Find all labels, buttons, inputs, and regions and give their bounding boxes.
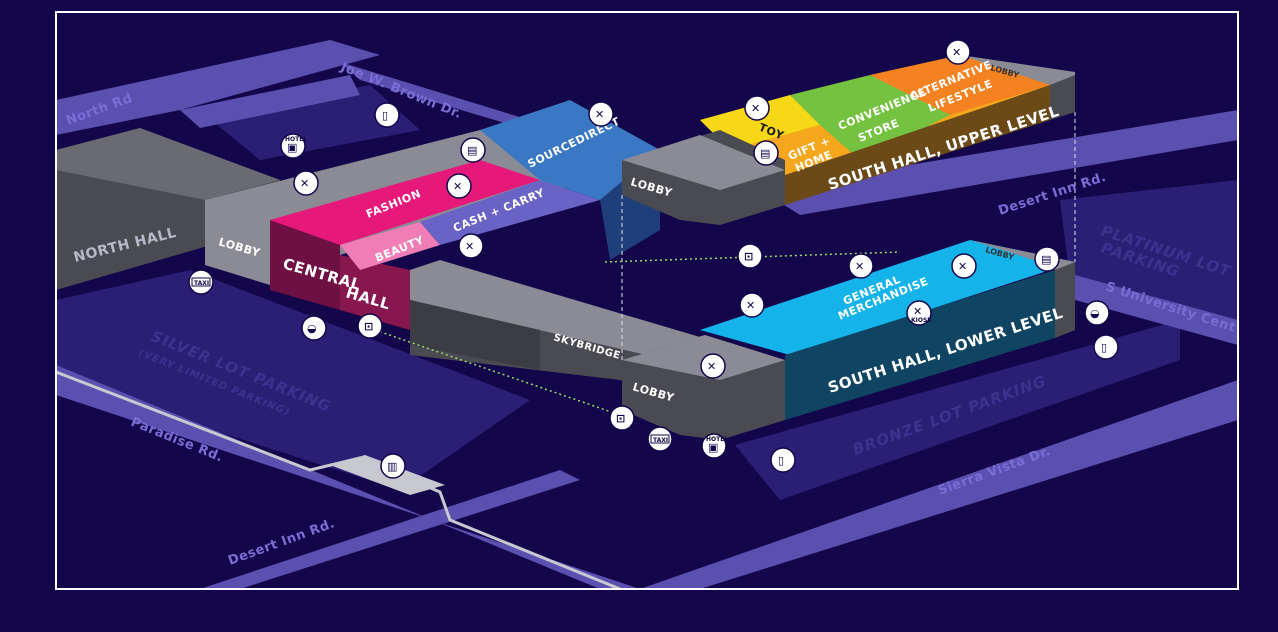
skybridge-top[interactable] xyxy=(410,260,710,370)
svg-text:▥: ▥ xyxy=(387,460,397,473)
south-lower-side xyxy=(785,270,1055,420)
rideshare-icon[interactable]: ◒ xyxy=(1084,300,1110,326)
south-lower-end xyxy=(1055,262,1075,338)
road-connector xyxy=(180,75,360,128)
svg-text:✕: ✕ xyxy=(913,305,922,318)
taxi-icon-label: TAXI xyxy=(653,437,668,444)
phone-icon[interactable]: ▯ xyxy=(770,447,796,473)
food-icon[interactable]: ✕ xyxy=(293,170,319,196)
food-icon[interactable]: ✕ xyxy=(700,353,726,379)
svg-text:◒: ◒ xyxy=(1090,307,1100,320)
svg-text:⊡: ⊡ xyxy=(744,250,753,263)
svg-text:▯: ▯ xyxy=(382,109,388,122)
food-icon[interactable]: ✕ xyxy=(739,292,765,318)
shuttle-cart-icon[interactable]: ⊡ xyxy=(609,405,635,431)
shop-icon[interactable]: ▤ xyxy=(1034,246,1060,272)
map-frame xyxy=(55,11,1239,590)
svg-text:▣: ▣ xyxy=(708,441,718,454)
convenience-section[interactable] xyxy=(790,75,950,160)
svg-text:✕: ✕ xyxy=(300,177,309,190)
shuttle-route-lower xyxy=(374,329,621,416)
taxi-icon[interactable]: TAXI xyxy=(647,426,673,452)
upper-lobby-top[interactable] xyxy=(960,55,1075,110)
general-merch-section[interactable] xyxy=(700,240,1075,355)
hotel-icon-label: HOTEL xyxy=(285,136,307,143)
kiosk-icon[interactable]: ✕KIOSK xyxy=(906,300,932,326)
shuttle-route-upper xyxy=(604,251,901,263)
phone-icon[interactable]: ▯ xyxy=(1093,334,1119,360)
fashion-section[interactable] xyxy=(270,160,540,245)
silver-lot[interactable] xyxy=(56,270,530,490)
svg-text:✕: ✕ xyxy=(746,299,755,312)
hotel-shuttle-icon[interactable]: ▣HOTEL xyxy=(701,433,728,459)
skybridge-side2 xyxy=(410,300,540,370)
svg-text:▤: ▤ xyxy=(760,147,770,160)
svg-text:▤: ▤ xyxy=(1041,253,1051,266)
road-desert-inn-upper xyxy=(760,110,1238,215)
shuttle-cart-icon[interactable]: ⊡ xyxy=(737,243,763,269)
svg-text:▤: ▤ xyxy=(467,144,477,157)
taxi-icon-label: TAXI xyxy=(194,280,209,287)
food-icon[interactable]: ✕ xyxy=(446,173,472,199)
central-hall-front2 xyxy=(340,255,410,330)
svg-text:▯: ▯ xyxy=(778,454,784,467)
svg-text:✕: ✕ xyxy=(958,260,967,273)
food-icon[interactable]: ✕ xyxy=(744,95,770,121)
cash-carry-section[interactable] xyxy=(420,180,600,245)
hotel-icon-label: HOTEL xyxy=(706,436,728,443)
shuttle-cart-icon[interactable]: ⊡ xyxy=(357,313,383,339)
food-icon[interactable]: ✕ xyxy=(951,253,977,279)
svg-text:✕: ✕ xyxy=(855,260,864,273)
food-icon[interactable]: ✕ xyxy=(588,101,614,127)
central-lobby-block[interactable] xyxy=(205,200,270,285)
rideshare-icon[interactable]: ◒ xyxy=(301,315,327,341)
svg-text:◒: ◒ xyxy=(307,322,317,335)
svg-text:✕: ✕ xyxy=(595,108,604,121)
road-desert-inn-lower xyxy=(200,470,580,589)
north-hall-top xyxy=(56,128,280,200)
hotel-shuttle-icon[interactable]: ▣HOTEL xyxy=(280,133,307,159)
svg-text:▣: ▣ xyxy=(287,141,297,154)
taxi-icon[interactable]: TAXI xyxy=(188,269,214,295)
food-icon[interactable]: ✕ xyxy=(848,253,874,279)
svg-text:⊡: ⊡ xyxy=(364,320,373,333)
kiosk-icon-label: KIOSK xyxy=(911,317,932,324)
svg-text:✕: ✕ xyxy=(751,102,760,115)
svg-text:✕: ✕ xyxy=(453,180,462,193)
south-upper-side xyxy=(785,85,1050,205)
central-hall-front[interactable] xyxy=(270,220,340,310)
phone-icon[interactable]: ▯ xyxy=(374,102,400,128)
food-icon[interactable]: ✕ xyxy=(458,233,484,259)
road-university xyxy=(1075,275,1238,345)
beauty-section[interactable] xyxy=(340,222,440,270)
svg-text:✕: ✕ xyxy=(952,46,961,59)
svg-text:⊡: ⊡ xyxy=(616,412,625,425)
svg-text:✕: ✕ xyxy=(707,360,716,373)
monorail-icon[interactable]: ▥ xyxy=(380,453,406,479)
svg-text:✕: ✕ xyxy=(465,240,474,253)
upper-lot xyxy=(205,85,420,160)
shop-icon[interactable]: ▤ xyxy=(460,137,486,163)
upper-lobby-top-face[interactable] xyxy=(622,135,785,190)
bronze-lot[interactable] xyxy=(735,320,1180,500)
road-sierra-vista xyxy=(640,380,1238,589)
road-north xyxy=(56,40,380,135)
south-upper-end xyxy=(1050,75,1075,120)
food-icon[interactable]: ✕ xyxy=(945,39,971,65)
shop-icon[interactable]: ▤ xyxy=(753,140,779,166)
svg-text:▯: ▯ xyxy=(1101,341,1107,354)
sourcedirect-section[interactable] xyxy=(480,100,660,200)
